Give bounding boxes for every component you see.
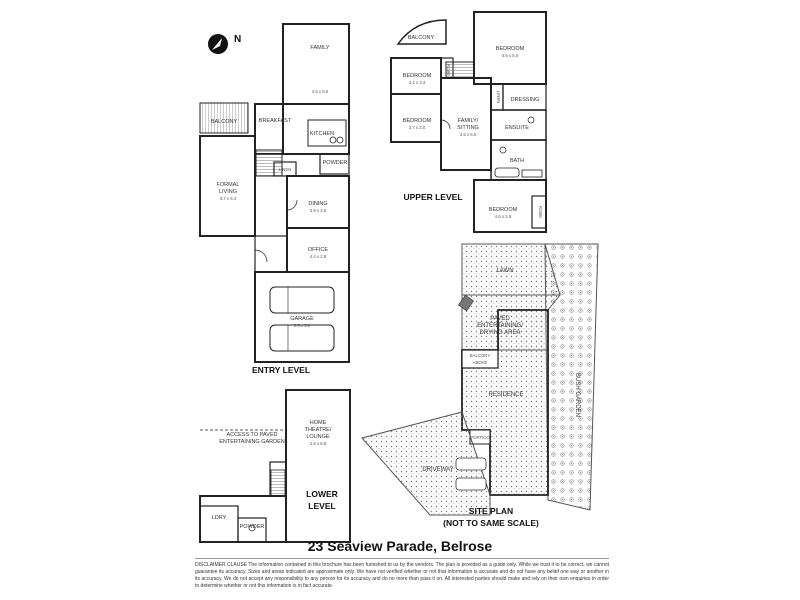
upper-bedroom-1: BEDROOM (403, 73, 432, 79)
room-balcony: BALCONY (211, 119, 238, 125)
upper-level-labels: BALCONY BEDROOM 4.5 x 5.0 BEDROOM 3.2 x … (403, 35, 543, 219)
lower-level-title-2: LEVEL (308, 501, 335, 511)
property-address: 23 Seaview Parade, Belrose (307, 538, 493, 554)
disclaimer-divider (195, 558, 609, 559)
site-portico: PORTICO (470, 435, 490, 440)
room-linen: LINEN (279, 167, 292, 172)
lower-theatre-dims: 4.5 x 8.5 (310, 441, 327, 446)
room-family: FAMILY (310, 45, 329, 51)
site-plan-labels: LAWN PAVED ENTERTAINING/ DRYING AREA BAL… (422, 268, 580, 528)
entry-level-title: ENTRY LEVEL (252, 365, 310, 375)
upper-family-sitting-1: FAMILY/ (458, 118, 479, 124)
room-formal-living-2: LIVING (219, 189, 237, 195)
room-family-dims: 4.5 x 9.5 (312, 89, 329, 94)
lower-ldry: LDRY (212, 515, 227, 521)
site-paved-3: DRYING AREA (480, 330, 521, 336)
room-kitchen: KITCHEN (310, 131, 334, 137)
site-plan-title-2: (NOT TO SAME SCALE) (443, 518, 539, 528)
lower-access-1: ACCESS TO PAVED (227, 432, 278, 438)
upper-bedroom-master: BEDROOM (496, 46, 525, 52)
room-dining-dims: 3.9 x 3.6 (310, 208, 327, 213)
site-bush-garden: BUSH GARDEN (574, 373, 580, 417)
upper-robe-2: ROBE (538, 206, 543, 218)
disclaimer-clause: DISCLAIMER CLAUSE The information contai… (195, 562, 609, 589)
upper-bath: BATH (510, 158, 524, 164)
entry-level-labels: FAMILY 4.5 x 9.5 BREAKFAST BALCONY KITCH… (211, 45, 348, 375)
upper-family-sitting-2: SITTING (457, 125, 479, 131)
lower-level-labels: ACCESS TO PAVED ENTERTAINING GARDEN HOME… (212, 420, 338, 530)
room-formal-living-dims: 3.7 x 6.4 (220, 196, 237, 201)
lower-theatre-2: THEATRE/ (305, 427, 332, 433)
upper-bedroom-master-dims: 4.5 x 5.0 (502, 53, 519, 58)
upper-bedroom-2-dims: 3.7 x 3.0 (409, 125, 426, 130)
room-formal-living-1: FORMAL (217, 182, 240, 188)
site-plan (361, 243, 599, 516)
lower-theatre-1: HOME (310, 420, 327, 426)
room-breakfast: BREAKFAST (259, 118, 292, 124)
upper-linen: LINEN (496, 91, 501, 104)
room-garage-dims: 6.5 x 5.8 (294, 323, 311, 328)
lower-level-title-1: LOWER (306, 489, 338, 499)
site-driveway: DRIVEWAY (422, 467, 453, 473)
site-paved-1: PAVED (490, 316, 510, 322)
upper-bedroom-3-dims: 4.6 x 2.9 (495, 214, 512, 219)
site-lawn: LAWN (496, 268, 513, 274)
site-plan-title-1: SITE PLAN (469, 506, 513, 516)
room-office-dims: 4.4 x 2.8 (310, 254, 327, 259)
site-balcony-2: ABOVE (473, 360, 488, 365)
upper-bedroom-1-dims: 3.2 x 3.3 (409, 80, 426, 85)
site-balcony-1: BALCONY (470, 353, 491, 358)
lower-level-plan (199, 389, 351, 543)
upper-bedroom-2: BEDROOM (403, 118, 432, 124)
upper-ensuite: ENSUITE (505, 125, 529, 131)
upper-balcony: BALCONY (408, 35, 435, 41)
lower-theatre-3: LOUNGE (306, 434, 330, 440)
room-garage: GARAGE (290, 316, 314, 322)
entry-level-plan (199, 23, 350, 363)
upper-dressing: DRESSING (511, 97, 540, 103)
lower-access-2: ENTERTAINING GARDEN (219, 439, 285, 445)
lower-powder: POWDER (240, 524, 265, 530)
upper-level-title: UPPER LEVEL (403, 192, 462, 202)
site-paved-2: ENTERTAINING/ (477, 323, 523, 329)
room-office: OFFICE (308, 247, 328, 253)
room-dining: DINING (308, 201, 327, 207)
upper-bedroom-3: BEDROOM (489, 207, 518, 213)
upper-robe-1: ROBE (446, 64, 451, 76)
room-powder: POWDER (323, 160, 348, 166)
upper-level-plan (390, 11, 547, 233)
compass-label: N (234, 34, 241, 45)
upper-family-sitting-dims: 3.5 x 6.0 (460, 132, 477, 137)
site-residence: RESIDENCE (488, 392, 523, 398)
north-compass: N (208, 34, 241, 54)
